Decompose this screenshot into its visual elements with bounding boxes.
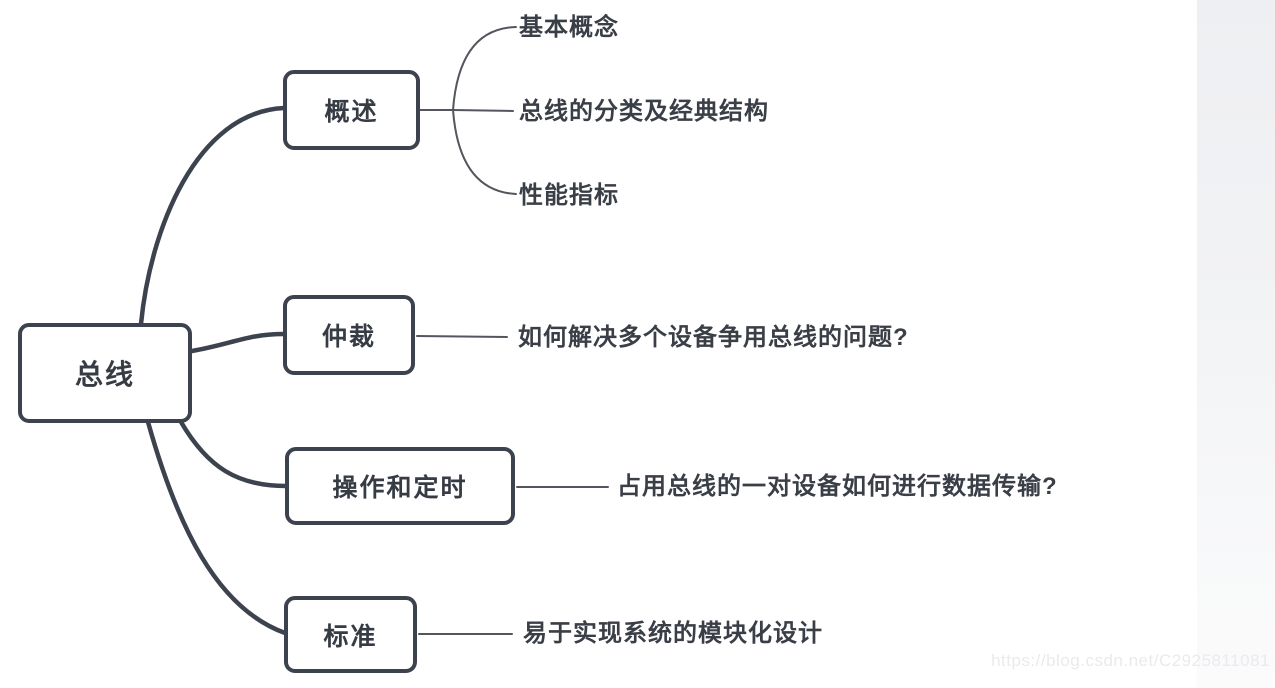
root-branch-curves [138,105,289,636]
node-bus-label: 总线 [74,359,135,390]
curve-root-to-operation-timing [178,419,289,489]
line-overview-to-classification [452,109,514,112]
node-arbitration-label: 仲裁 [321,323,376,351]
curve-root-to-overview [138,105,287,327]
leaf-arbitration-question[interactable]: 如何解决多个设备争用总线的问题? [518,324,909,351]
leaf-modular-design[interactable]: 易于实现系统的模块化设计 [523,620,823,647]
leaf-data-transfer-question[interactable]: 占用总线的一对设备如何进行数据传输? [617,473,1058,500]
leaf-performance-metrics[interactable]: 性能指标 [519,182,619,209]
background-gradient-band [1197,0,1275,688]
csdn-watermark: https://blog.csdn.net/C2925811081 [991,651,1270,670]
line-overview-to-basic-concepts [452,26,517,111]
node-overview[interactable]: 概述 [283,70,420,150]
curve-root-to-standard [145,419,288,636]
node-bus-root[interactable]: 总线 [18,323,192,423]
leaf-basic-concepts[interactable]: 基本概念 [519,14,619,41]
node-overview-label: 概述 [324,98,379,126]
line-arbitration-to-leaf [416,335,508,338]
node-arbitration[interactable]: 仲裁 [283,295,415,375]
curve-root-to-arbitration [189,331,287,354]
branch-leaf-lines [416,26,609,635]
node-operation-timing-label: 操作和定时 [332,474,468,502]
node-standard[interactable]: 标准 [284,596,417,673]
node-operation-timing[interactable]: 操作和定时 [285,447,515,525]
line-overview-to-performance [452,109,517,195]
node-standard-label: 标准 [323,622,378,651]
leaf-bus-classification-structure[interactable]: 总线的分类及经典结构 [519,98,769,125]
